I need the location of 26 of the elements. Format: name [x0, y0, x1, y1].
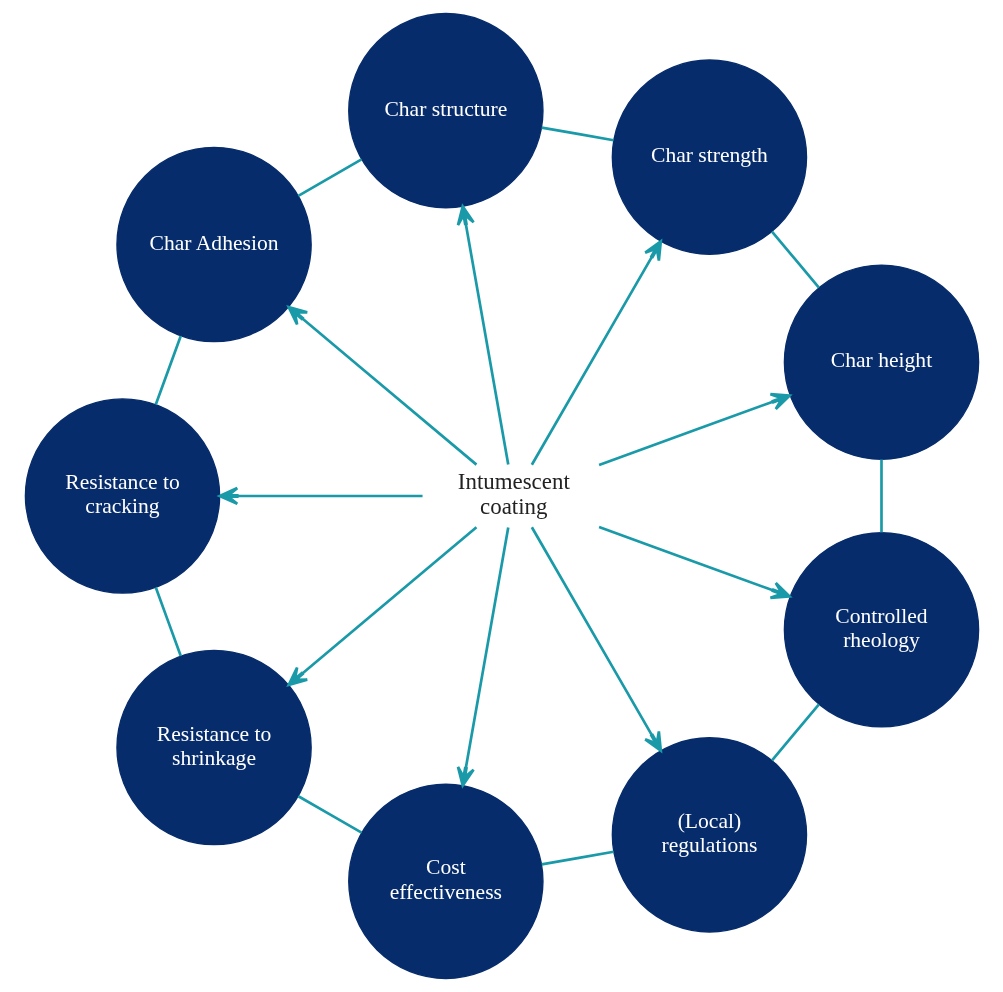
- arrow: [530, 240, 662, 466]
- connector: [540, 126, 614, 142]
- connector: [154, 587, 182, 657]
- connector: [770, 703, 820, 762]
- connector: [879, 459, 883, 533]
- node-circle: Controlled rheology: [783, 532, 979, 728]
- node-circle: Cost effectiveness: [347, 783, 544, 980]
- arrow: [217, 486, 423, 506]
- arrow: [456, 527, 510, 787]
- connector: [154, 335, 182, 405]
- connector: [770, 230, 820, 289]
- connector: [297, 158, 362, 197]
- arrow: [530, 526, 662, 752]
- node-circle: (Local) regulations: [611, 737, 807, 933]
- node-circle: Resistance to cracking: [24, 398, 220, 594]
- arrow: [286, 526, 477, 687]
- arrow: [456, 205, 510, 465]
- connector: [297, 795, 362, 834]
- arrow: [598, 392, 791, 467]
- node-circle: Char structure: [347, 12, 544, 209]
- node-circle: Char strength: [611, 59, 807, 255]
- arrow: [286, 305, 477, 466]
- node-text: Intumescent coating: [457, 468, 570, 520]
- node-circle: Char height: [783, 264, 979, 460]
- arrow: [598, 525, 791, 600]
- connector: [541, 850, 614, 866]
